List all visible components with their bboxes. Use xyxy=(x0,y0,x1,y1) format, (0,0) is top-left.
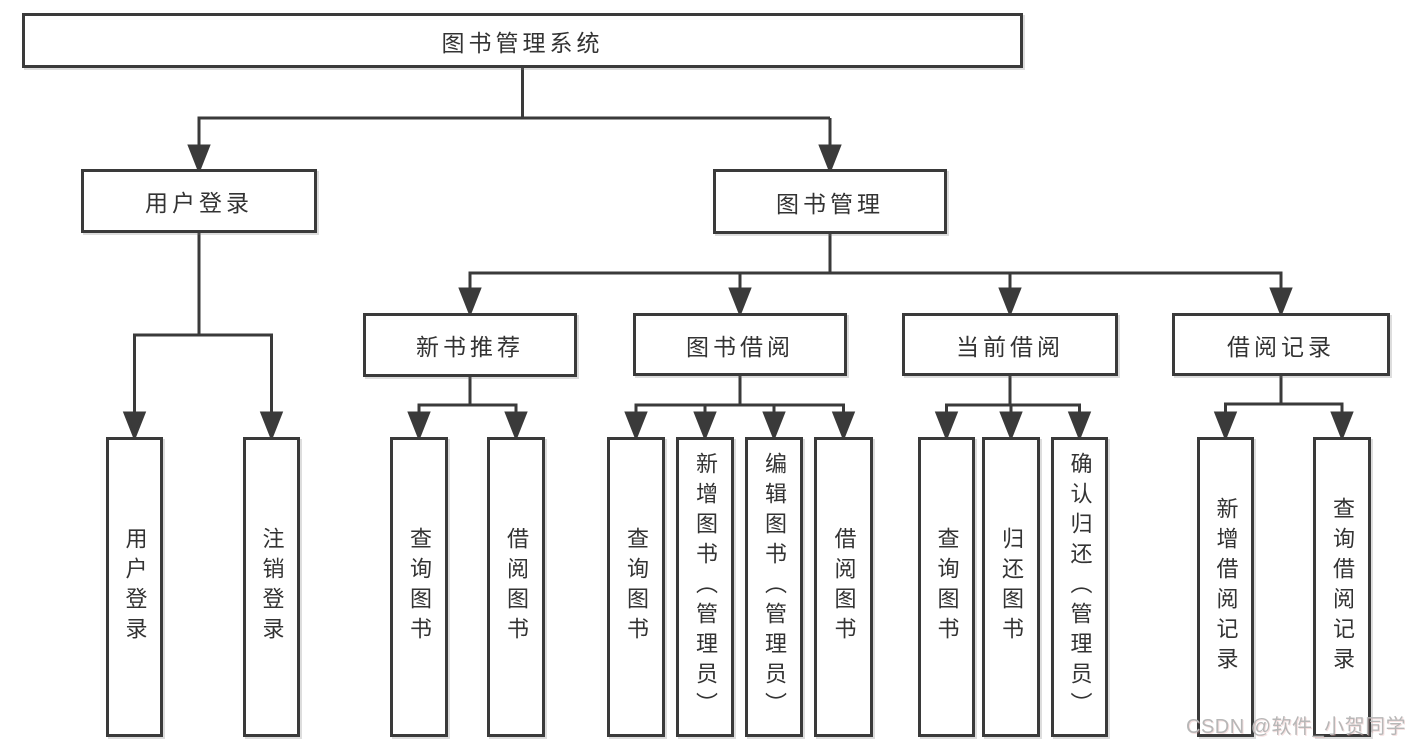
node-leaf-borrow-books: 借阅图书 xyxy=(814,437,873,737)
node-leaf-add-borrow-record: 新增借阅记录 xyxy=(1197,437,1254,737)
node-book-borrow: 图书借阅 xyxy=(633,313,847,376)
node-leaf-recommend-borrow-books: 借阅图书 xyxy=(487,437,545,737)
connector-book-borrow-to-children xyxy=(624,376,856,442)
node-book-management: 图书管理 xyxy=(713,169,947,234)
node-leaf-confirm-return-admin: 确认归还（管理员） xyxy=(1051,437,1108,737)
connector-book-management-to-level3 xyxy=(458,234,1293,318)
node-user-login: 用户登录 xyxy=(81,169,317,233)
csdn-watermark: CSDN @软件_小贺同学 xyxy=(1186,716,1405,738)
connector-root-to-level2 xyxy=(187,68,842,175)
node-leaf-logout: 注销登录 xyxy=(243,437,300,737)
node-borrow-records: 借阅记录 xyxy=(1172,313,1390,376)
node-leaf-return-books: 归还图书 xyxy=(982,437,1040,737)
node-new-book-recommend: 新书推荐 xyxy=(363,313,577,377)
node-leaf-current-query-books: 查询图书 xyxy=(918,437,975,737)
connector-user-login-to-children xyxy=(122,233,284,442)
node-leaf-borrow-query-books: 查询图书 xyxy=(607,437,665,737)
connector-current-borrow-to-children xyxy=(934,376,1092,442)
node-leaf-user-login: 用户登录 xyxy=(106,437,163,737)
connector-new-book-recommend-to-children xyxy=(407,377,528,442)
node-leaf-query-borrow-record: 查询借阅记录 xyxy=(1313,437,1371,737)
node-leaf-edit-books-admin: 编辑图书（管理员） xyxy=(745,437,803,737)
connector-borrow-records-to-children xyxy=(1213,376,1354,442)
node-root-system: 图书管理系统 xyxy=(22,13,1023,68)
node-current-borrow: 当前借阅 xyxy=(902,313,1118,376)
node-leaf-add-books-admin: 新增图书（管理员） xyxy=(676,437,734,737)
node-leaf-recommend-query-books: 查询图书 xyxy=(390,437,448,737)
